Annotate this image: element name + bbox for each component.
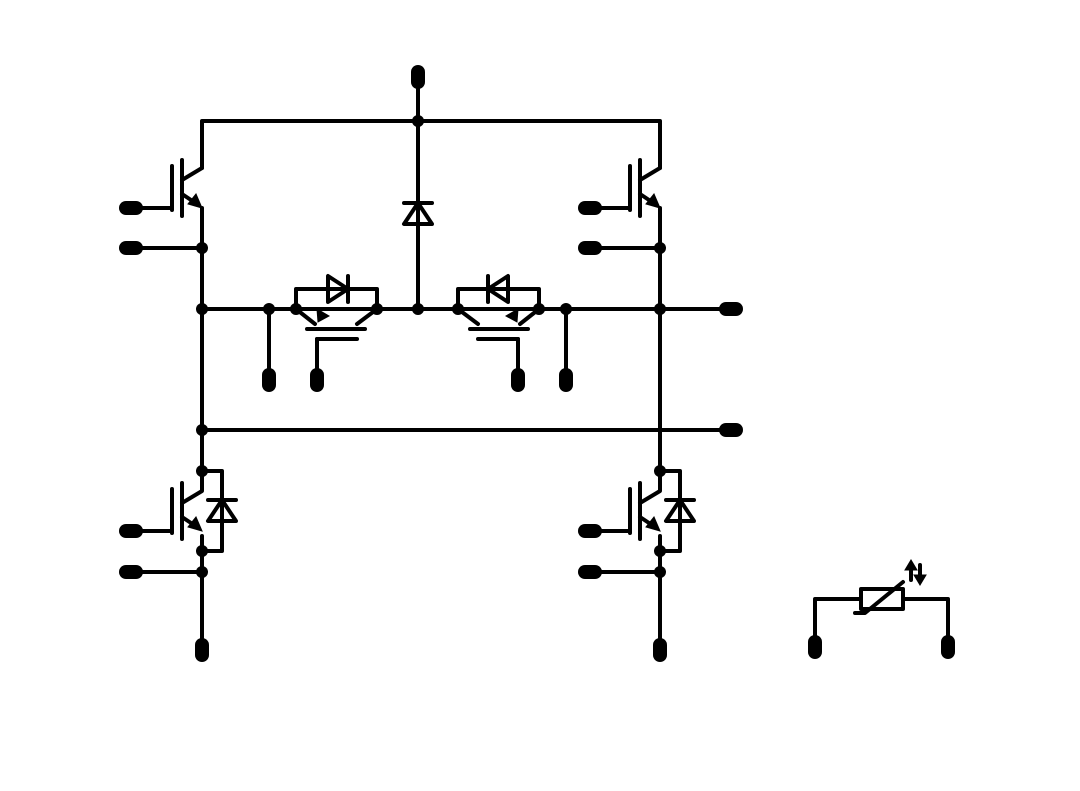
emitter-arrow-icon [504, 308, 519, 323]
igbt-q6 [456, 287, 541, 377]
igbt-q1 [128, 146, 204, 218]
junction-dot [412, 115, 424, 127]
terminals [119, 65, 955, 662]
junction-dot [654, 303, 666, 315]
q3-diode-loop [200, 469, 224, 553]
diode-q4 [664, 498, 696, 523]
q4-diode-loop [658, 469, 682, 553]
top-rail [200, 119, 662, 170]
diode-triangle [486, 274, 510, 304]
ntc-thermistor [813, 559, 950, 647]
q6-collector [456, 307, 480, 326]
junction-dot [196, 242, 208, 254]
diode-triangle [206, 498, 238, 523]
emitter-arrow-icon [316, 308, 331, 323]
up-arrow-icon [904, 559, 918, 571]
junction-dot [196, 545, 208, 557]
q5-emitter [294, 307, 317, 326]
resistor-body [859, 587, 905, 611]
junction-dot [263, 303, 275, 315]
igbt-collector [180, 146, 204, 182]
ntc-leads [813, 597, 950, 647]
down-arrow-icon [913, 574, 927, 586]
emitter-arrow-icon [645, 516, 661, 532]
junction-dot [196, 566, 208, 578]
junction-dot [196, 303, 208, 315]
junction-dot [412, 303, 424, 315]
junction-dot [560, 303, 572, 315]
components [128, 146, 950, 647]
junction-dots [196, 115, 666, 578]
igbt-collector [638, 146, 662, 182]
diode-triangle [402, 201, 434, 226]
ntc-slash [853, 580, 905, 615]
diode-q6 [486, 274, 510, 304]
q6-emitter [518, 307, 541, 326]
q5-collector [355, 307, 379, 326]
diode-q3 [206, 498, 238, 523]
diode-triangle [664, 498, 696, 523]
igbt-collector [180, 469, 204, 505]
junction-dot [654, 545, 666, 557]
igbt-gate [586, 487, 632, 535]
diode-triangle [326, 274, 350, 304]
emitter-arrow-icon [645, 193, 661, 209]
igbt-q4 [586, 469, 662, 541]
q6-diode-loop [456, 287, 541, 311]
diode-d1 [402, 201, 434, 226]
junction-dot [654, 242, 666, 254]
junction-dot [654, 566, 666, 578]
igbt-q2 [586, 146, 662, 218]
emitter-arrow-icon [187, 516, 203, 532]
q5-diode-loop [294, 287, 379, 311]
igbt-q5 [294, 287, 379, 377]
igbt-gate [128, 487, 174, 535]
igbt-gate [128, 164, 174, 212]
igbt-gate [586, 164, 632, 212]
igbt-collector [638, 469, 662, 505]
junction-dot [196, 424, 208, 436]
emitter-arrow-icon [187, 193, 203, 209]
igbt-q3 [128, 469, 204, 541]
diode-q5 [326, 274, 350, 304]
